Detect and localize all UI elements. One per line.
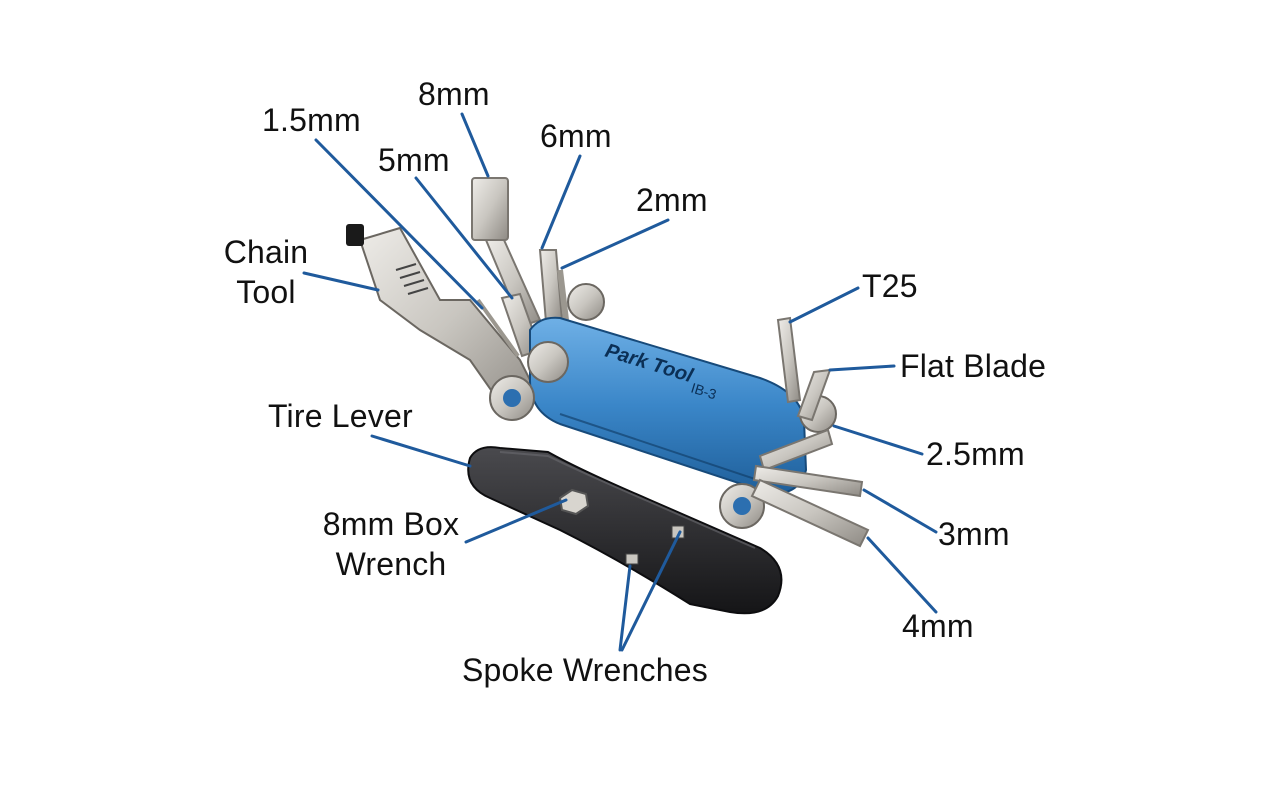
leader-2mm [560, 218, 670, 270]
label-box-wrench-line2: Wrench [335, 546, 447, 582]
label-chain-tool-line2: Tool [236, 274, 296, 310]
leader-lines [302, 112, 938, 652]
label-chain-tool: Chain Tool [216, 232, 316, 312]
label-8mm: 8mm [418, 76, 490, 112]
leader-t25 [788, 286, 860, 324]
spoke-wrench-notch [625, 553, 639, 565]
label-box-wrench: 8mm Box Wrench [306, 504, 476, 584]
leader-5mm [414, 176, 514, 300]
label-1-5mm: 1.5mm [262, 102, 361, 138]
leader-3mm [862, 488, 938, 534]
pivot-bolts [489, 283, 837, 529]
label-box-wrench-line1: 8mm Box [322, 506, 460, 542]
label-6mm: 6mm [540, 118, 612, 154]
leader-flat-blade [828, 364, 896, 372]
leader-spoke-wrench-1 [618, 564, 632, 652]
leader-8mm [460, 112, 490, 178]
label-2-5mm: 2.5mm [926, 436, 1025, 472]
label-4mm: 4mm [902, 608, 974, 644]
label-spoke-wrenches: Spoke Wrenches [462, 652, 708, 688]
right-bits [750, 316, 870, 548]
leader-6mm [540, 154, 582, 250]
leader-tire-lever [370, 434, 472, 468]
label-tire-lever: Tire Lever [268, 398, 413, 434]
leader-1-5mm [314, 138, 484, 310]
box-wrench-hex [558, 488, 590, 516]
label-5mm: 5mm [378, 142, 450, 178]
model-text: IB-3 [689, 380, 718, 403]
leader-2-5mm [832, 424, 924, 456]
tire-lever [467, 446, 783, 615]
label-flat-blade: Flat Blade [900, 348, 1047, 384]
label-chain-tool-line1: Chain [223, 234, 309, 270]
label-2mm: 2mm [636, 182, 708, 218]
label-t25: T25 [862, 268, 918, 304]
leader-spoke-wrench-2 [620, 530, 682, 652]
leader-chain-tool [302, 271, 380, 292]
label-3mm: 3mm [938, 516, 1010, 552]
leader-box-wrench [464, 498, 568, 544]
leader-4mm [866, 536, 938, 614]
